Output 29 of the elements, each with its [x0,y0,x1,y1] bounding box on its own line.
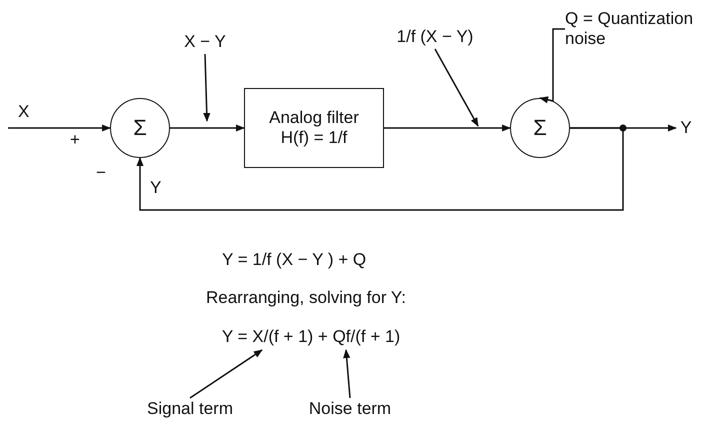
signal-label: X − Y [168,30,242,54]
block-text: H(f) = 1/f [280,128,348,148]
sign-label: − [96,163,106,183]
filter-block [244,88,384,168]
sigma-symbol: Σ [533,115,547,141]
leader-arrow [203,54,210,122]
equation-text: Y = X/(f + 1) + Qf/(f + 1) [196,324,426,350]
arrow [136,127,624,211]
signal-label: Y [676,116,696,140]
arrow [190,349,263,399]
sign-label: + [70,130,80,150]
signal-label: Q = Quantization noise [565,6,700,52]
leader-arrow [434,48,479,127]
signal-label: 1/f (X − Y) [385,25,485,49]
arrow [384,124,511,132]
signal-label: Noise term [300,398,400,420]
sigma-symbol: Σ [133,115,147,141]
arrow [343,349,351,398]
arrow [170,124,245,132]
block-text: Analog filter [269,108,359,128]
leader-arrow [8,124,111,132]
edge-label: Y [150,178,162,198]
arrow [539,28,565,104]
equation-text: Y = 1/f (X − Y ) + Q [222,250,366,270]
note-text: Rearranging, solving for Y: [206,288,406,308]
summing-junction [110,98,170,158]
summing-junction [510,98,570,158]
edge-label: X [18,102,30,122]
signal-label: Signal term [140,398,240,420]
